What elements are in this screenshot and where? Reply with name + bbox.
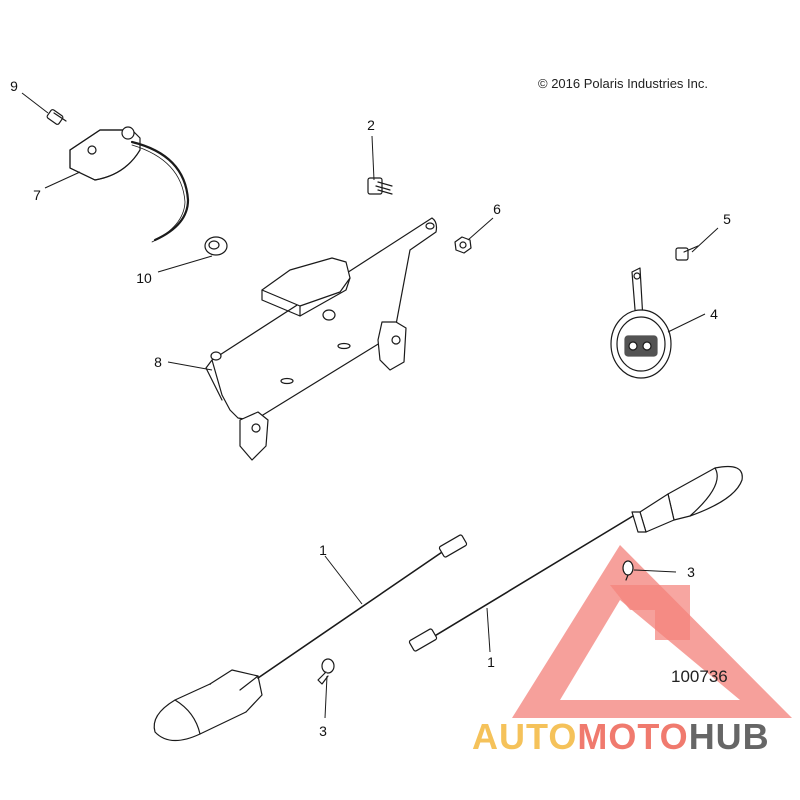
watermark-part-hub: HUB bbox=[688, 716, 770, 757]
part-10-grommet bbox=[204, 236, 228, 256]
part-3-screw-lower bbox=[317, 658, 335, 685]
watermark-part-auto: AUTO bbox=[472, 716, 578, 757]
callout-7: 7 bbox=[33, 187, 41, 203]
part-7-license-lamp bbox=[69, 126, 190, 243]
callout-3-upper: 3 bbox=[687, 564, 695, 580]
part-2-bolt bbox=[367, 177, 393, 195]
figure-number: 100736 bbox=[671, 667, 728, 686]
part-6-nut bbox=[454, 236, 472, 254]
callout-8: 8 bbox=[154, 354, 162, 370]
callout-9: 9 bbox=[10, 78, 18, 94]
part-5-screw bbox=[675, 245, 699, 261]
callout-5: 5 bbox=[723, 211, 731, 227]
part-4-horn bbox=[610, 267, 672, 379]
part-9-screw bbox=[46, 109, 67, 125]
part-3-screw-upper bbox=[622, 560, 634, 581]
part-1-turn-signal-right bbox=[408, 465, 743, 652]
watermark-text: AUTOMOTOHUB bbox=[472, 716, 770, 758]
part-8-bracket bbox=[205, 217, 438, 461]
callout-1-left: 1 bbox=[319, 542, 327, 558]
callout-6: 6 bbox=[493, 201, 501, 217]
callout-4: 4 bbox=[710, 306, 718, 322]
part-1-turn-signal-left bbox=[153, 534, 468, 742]
callout-3-lower: 3 bbox=[319, 723, 327, 739]
watermark-logo bbox=[512, 545, 792, 718]
callout-1-right: 1 bbox=[487, 654, 495, 670]
watermark-part-moto: MOTO bbox=[577, 716, 689, 757]
callout-2: 2 bbox=[367, 117, 375, 133]
callout-10: 10 bbox=[136, 270, 152, 286]
copyright-notice: © 2016 Polaris Industries Inc. bbox=[538, 76, 708, 91]
leader-lines bbox=[21, 92, 719, 719]
